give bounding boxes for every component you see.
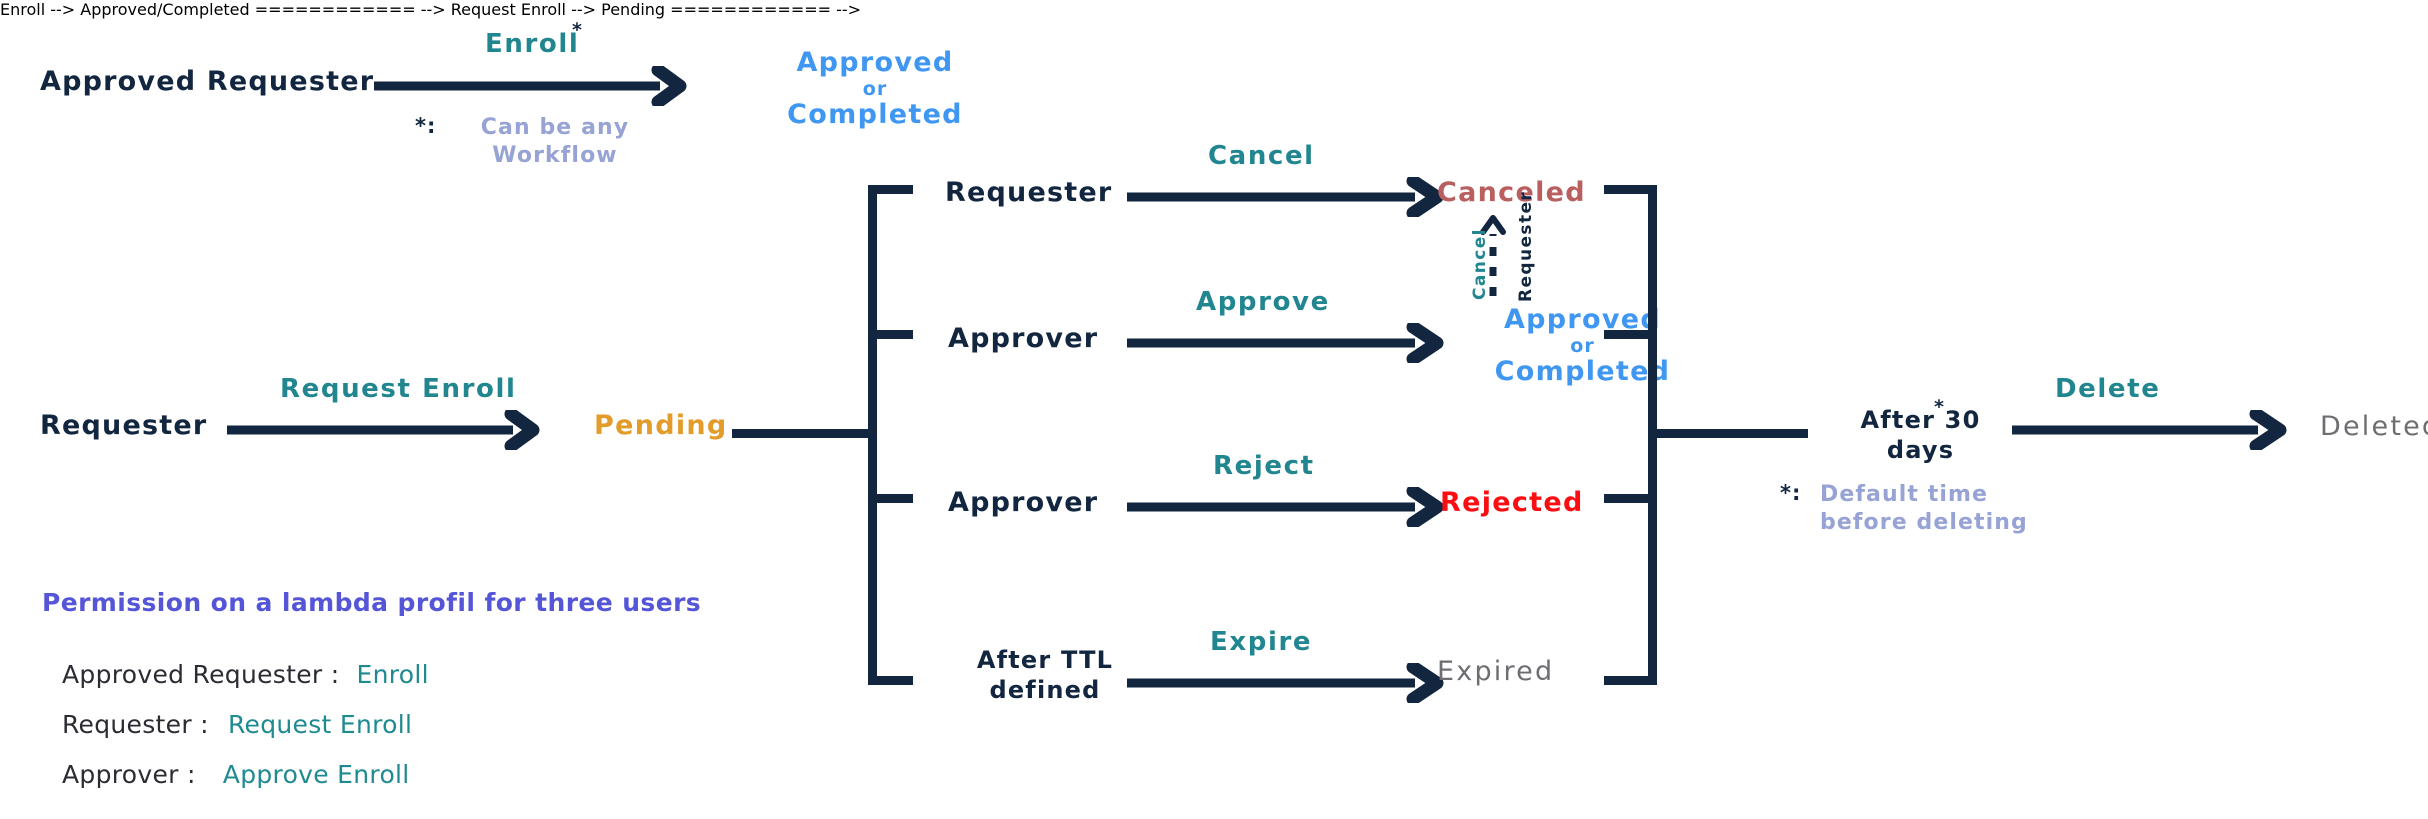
connector-pending-to-branch	[732, 429, 872, 438]
arrow-delete	[2010, 410, 2290, 450]
delete-footnote-text: Default time before deleting	[1820, 481, 2070, 537]
branch-actor-approver-reject: Approver	[948, 487, 1099, 518]
arrow-approve	[1125, 323, 1445, 363]
arrow-reject	[1125, 487, 1445, 527]
branch-bracket-left-stub-1	[868, 185, 913, 194]
delete-footnote-line2: before deleting	[1820, 510, 2028, 536]
delete-condition-line1: After 30	[1860, 406, 1981, 434]
delete-condition-line2: days	[1886, 436, 1955, 464]
legend-permission-label: Request Enroll	[227, 710, 413, 739]
action-label-request-enroll: Request Enroll	[280, 374, 517, 404]
enroll-footnote-star-marker: *	[572, 19, 582, 41]
branch-actor-approver-approve: Approver	[948, 323, 1099, 354]
branch-bracket-right-stub-2	[1604, 330, 1657, 339]
state-or-label: or	[862, 77, 888, 100]
legend-permission-label: Approve Enroll	[222, 760, 410, 789]
state-completed-label: Completed	[787, 98, 963, 130]
state-approved-label: Approved	[796, 47, 954, 78]
branch-bracket-right-stub-1	[1604, 185, 1657, 194]
legend-role-label: Approver :	[62, 760, 196, 789]
legend-permission-label: Enroll	[356, 660, 429, 689]
state-expired: Expired	[1437, 656, 1555, 687]
branch-actor-requester: Requester	[945, 177, 1113, 208]
enroll-footnote-line2: Workflow	[492, 143, 618, 169]
actor-approved-requester: Approved Requester	[40, 66, 375, 97]
delete-footnote-star-marker: *	[1934, 396, 1944, 418]
delete-footnote-line1: Default time	[1820, 482, 1989, 507]
delete-footnote-marker: *:	[1780, 481, 1802, 505]
branch-bracket-left-stub-2	[868, 330, 913, 339]
legend-item-approver: Approver : Approve Enroll	[62, 760, 410, 789]
arrow-enroll	[372, 66, 687, 106]
arrow-request-enroll	[225, 410, 540, 450]
state-approved-or-completed-branch: Approved or Completed	[1430, 304, 1735, 387]
delete-condition-after-30-days: After 30 days	[1838, 405, 2003, 465]
loopback-action-label-cancel: Cancel	[1470, 228, 1490, 300]
arrow-cancel	[1125, 177, 1445, 217]
action-label-reject: Reject	[1213, 451, 1315, 481]
action-label-delete: Delete	[2055, 374, 2161, 404]
branch-condition-line2: defined	[989, 676, 1101, 704]
state-pending: Pending	[594, 410, 728, 441]
legend-item-requester: Requester : Request Enroll	[62, 710, 412, 739]
loopback-dashed-arrow	[1478, 208, 1508, 298]
legend-title: Permission on a lambda profil for three …	[42, 588, 702, 617]
action-label-expire: Expire	[1210, 627, 1313, 657]
state-approved-or-completed-top: Approved or Completed	[725, 47, 1025, 130]
branch-state-approved-label: Approved	[1503, 304, 1662, 335]
branch-condition-after-ttl: After TTL defined	[955, 645, 1135, 705]
state-rejected: Rejected	[1440, 487, 1584, 518]
actor-requester: Requester	[40, 410, 208, 441]
enroll-footnote-line1: Can be any	[480, 115, 630, 140]
legend-item-approved-requester: Approved Requester : Enroll	[62, 660, 429, 689]
branch-bracket-left-stub-3	[868, 494, 913, 503]
connector-branch-to-delete	[1648, 429, 1808, 438]
enroll-footnote-text: Can be any Workflow	[455, 114, 655, 170]
branch-state-or-label: or	[1570, 334, 1595, 357]
legend-role-label: Requester :	[62, 710, 209, 739]
action-label-approve: Approve	[1196, 287, 1330, 317]
loopback-actor-label-requester: Requester	[1516, 190, 1536, 302]
legend-role-label: Approved Requester :	[62, 660, 340, 689]
branch-bracket-left-spine	[868, 185, 877, 685]
branch-condition-line1: After TTL	[976, 646, 1114, 674]
enroll-footnote-marker: *:	[415, 114, 437, 138]
branch-bracket-right-stub-4	[1604, 676, 1657, 685]
branch-bracket-right-stub-3	[1604, 494, 1657, 503]
action-label-cancel: Cancel	[1208, 141, 1315, 171]
arrow-expire	[1125, 663, 1445, 703]
branch-state-completed-label: Completed	[1494, 355, 1671, 387]
state-deleted: Deleted	[2320, 411, 2428, 442]
state-canceled: Canceled	[1437, 177, 1586, 208]
action-label-enroll: Enroll	[485, 29, 580, 59]
branch-bracket-left-stub-4	[868, 676, 913, 685]
